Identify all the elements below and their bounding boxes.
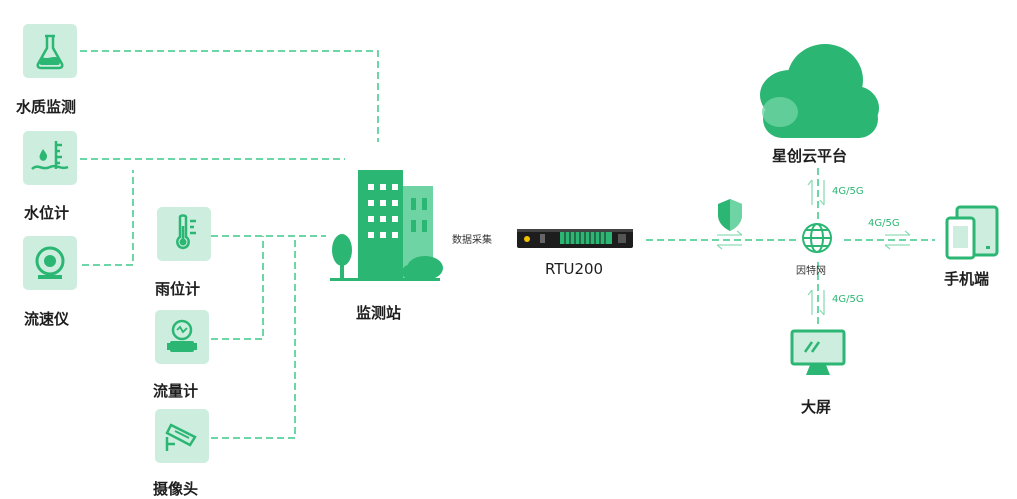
water-quality-sensor <box>23 24 77 78</box>
collect-label: 数据采集 <box>452 235 492 246</box>
arrow-left-icon <box>716 244 742 250</box>
arrow-left-icon <box>884 244 910 250</box>
monitor-icon <box>790 329 846 375</box>
flow-velocity-sensor <box>23 236 77 290</box>
arrow-right-icon <box>885 230 911 236</box>
flow-velocity-label: 流速仪 <box>24 310 70 328</box>
flow-meter-label: 流量计 <box>153 382 199 400</box>
internet-label: 因特网 <box>796 266 826 277</box>
camera-sensor <box>155 409 209 463</box>
flow-meter-icon <box>35 246 65 279</box>
line-flow-meter <box>211 236 264 340</box>
globe-icon <box>802 223 832 253</box>
flow-gauge-icon <box>167 319 197 352</box>
arrow-down-icon <box>819 290 825 316</box>
mobile-link-label: 4G/5G <box>868 218 900 229</box>
arrow-up-icon <box>807 179 813 205</box>
cloud-link-label: 4G/5G <box>832 186 864 197</box>
water-quality-label: 水质监测 <box>16 98 77 116</box>
rtu-device-icon <box>517 229 633 248</box>
water-level-label: 水位计 <box>24 204 70 222</box>
flow-meter-sensor <box>155 310 209 364</box>
rain-gauge-sensor <box>157 207 211 261</box>
mobile-icon <box>945 205 999 260</box>
water-level-icon <box>31 141 69 170</box>
building-icon <box>330 170 443 281</box>
cloud-icon <box>760 44 879 138</box>
water-level-sensor <box>23 131 77 185</box>
rain-gauge-label: 雨位计 <box>155 280 201 298</box>
connector-lines <box>80 50 935 439</box>
shield-icon <box>718 199 742 231</box>
line-water-quality <box>80 50 379 142</box>
screen-label: 大屏 <box>801 398 832 416</box>
thermometer-icon <box>176 214 196 250</box>
flask-icon <box>36 34 64 70</box>
mobile-label: 手机端 <box>944 270 990 288</box>
transfer-arrows <box>716 179 911 316</box>
camera-label: 摄像头 <box>153 480 199 498</box>
camera-icon <box>165 423 197 451</box>
arrow-down-icon <box>819 180 825 206</box>
station-label: 监测站 <box>356 304 402 322</box>
line-camera <box>211 236 296 439</box>
arrow-right-icon <box>717 230 743 236</box>
rtu-label: RTU200 <box>545 260 604 278</box>
line-flow-velocity <box>82 170 134 266</box>
arrow-up-icon <box>807 289 813 315</box>
cloud-label: 星创云平台 <box>772 147 848 165</box>
screen-link-label: 4G/5G <box>832 294 864 305</box>
